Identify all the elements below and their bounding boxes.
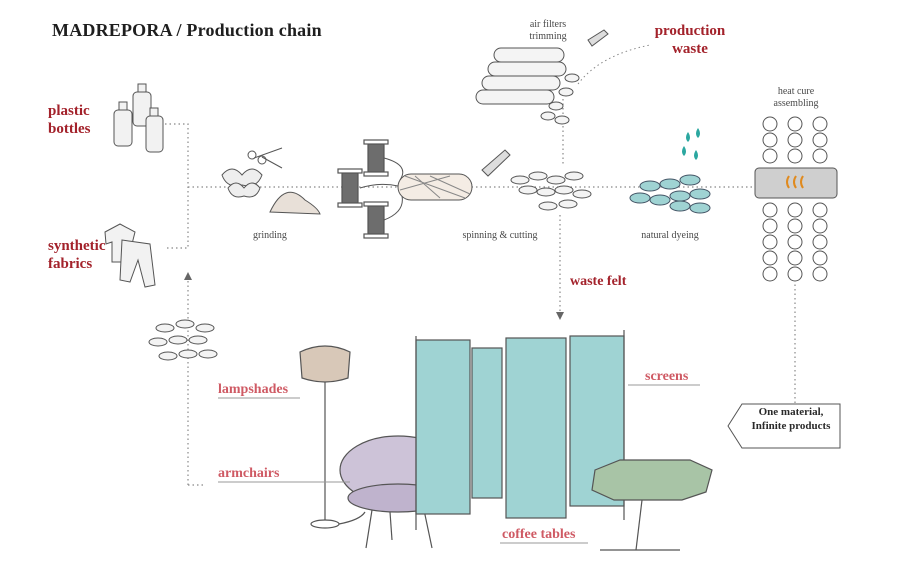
callout-box bbox=[727, 403, 841, 449]
callout-text: One material, Infinite products bbox=[751, 406, 831, 432]
cutter-icon bbox=[481, 149, 511, 177]
label-armchairs: armchairs bbox=[218, 466, 280, 481]
air-filters-icon bbox=[475, 29, 609, 125]
felt-discs-icon bbox=[510, 171, 592, 211]
grinding-icon bbox=[221, 147, 321, 215]
screens-icon bbox=[415, 330, 625, 530]
label-screens: screens bbox=[645, 369, 689, 384]
lamp-icon bbox=[299, 345, 366, 529]
dye-drops-icon bbox=[682, 128, 700, 160]
honeycomb-panel-icon bbox=[762, 116, 828, 282]
label-lampshades: lampshades bbox=[218, 382, 289, 397]
felt-roll-icon bbox=[359, 157, 473, 221]
label-production-waste: production waste bbox=[654, 23, 726, 57]
fabrics-icon bbox=[104, 223, 156, 288]
arrow-down-icon bbox=[556, 312, 564, 320]
spools-icon bbox=[337, 139, 389, 239]
label-synthetic-fabrics: synthetic fabrics bbox=[48, 238, 106, 272]
page-title: MADREPORA / Production chain bbox=[52, 20, 322, 40]
label-grinding: grinding bbox=[253, 230, 287, 241]
plastic-bottles-icon bbox=[113, 83, 164, 153]
label-air-filters-trimming: air filters trimming bbox=[529, 19, 567, 42]
coffee-table-icon bbox=[591, 459, 713, 551]
label-natural-dyeing: natural dyeing bbox=[641, 230, 699, 241]
label-waste-felt: waste felt bbox=[570, 274, 627, 289]
recycled-discs-icon bbox=[148, 319, 218, 361]
heat-press-icon bbox=[754, 167, 838, 199]
arrow-up-icon bbox=[184, 272, 192, 280]
label-spinning-cutting: spinning & cutting bbox=[462, 230, 538, 241]
waste-curve-line bbox=[577, 44, 651, 85]
product-leaders bbox=[218, 384, 700, 544]
label-plastic-bottles: plastic bottles bbox=[48, 103, 91, 137]
dyed-discs-icon bbox=[629, 174, 711, 214]
label-coffee-tables: coffee tables bbox=[502, 527, 576, 542]
label-heat-cure-assembling: heat cure assembling bbox=[773, 86, 819, 109]
